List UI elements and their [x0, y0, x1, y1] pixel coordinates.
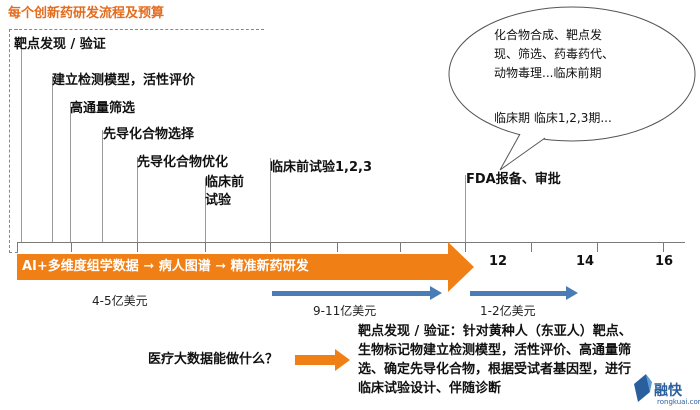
axis-tick — [531, 242, 532, 252]
bubble-line-2: 现、筛选、药毒药代、 — [494, 47, 615, 61]
stage-label-model: 建立检测模型，活性评价 — [52, 73, 196, 88]
orange-arrow-label: AI+多维度组学数据 ➞ 病人图谱 ➞ 精准新药研发 — [22, 259, 309, 274]
axis-tick — [400, 242, 401, 252]
stage-label-trial: 试验 — [205, 193, 232, 208]
bracket-top — [9, 29, 264, 30]
budget-3: 1-2亿美元 — [480, 304, 536, 318]
bubble-line-clinical: 临床期 临床1,2,3期... — [494, 111, 612, 125]
axis-label-12: 12 — [489, 254, 508, 269]
bubble-line-1: 化合物合成、靶点发 — [494, 28, 603, 42]
answer-line-1: 靶点发现 / 验证：针对黄种人（东亚人）靶点、 — [358, 324, 632, 339]
answer-line-2: 生物标记物建立检测模型，活性评价、高通量筛 — [358, 343, 632, 358]
budget-1: 4-5亿美元 — [92, 294, 148, 308]
stage-label-screening: 高通量筛选 — [70, 101, 136, 116]
logo-name: 融快 — [654, 383, 682, 399]
axis-tick — [205, 242, 206, 252]
stage-line-7 — [270, 158, 271, 243]
axis-tick — [137, 242, 138, 252]
logo-domain: rongkuai.com — [657, 398, 700, 406]
budget-2: 9-11亿美元 — [313, 304, 377, 318]
stage-label-clinical-trials: 临床前试验1,2,3 — [270, 160, 373, 175]
stage-line-6 — [205, 178, 206, 243]
axis-tick — [270, 242, 271, 252]
stage-line-3 — [70, 103, 71, 243]
stage-label-preclinical: 临床前 — [205, 175, 245, 190]
axis-tick — [663, 242, 664, 252]
axis-label-16: 16 — [655, 254, 674, 269]
budget-arrow-2-head — [566, 286, 578, 300]
stage-line-4 — [102, 130, 103, 243]
timeline-axis — [17, 242, 685, 243]
axis-tick — [17, 242, 18, 252]
diagram-title: 每个创新药研发流程及预算 — [8, 6, 165, 21]
bubble-line-3: 动物毒理...临床前期 — [494, 66, 602, 80]
axis-tick — [465, 242, 466, 252]
axis-tick — [597, 242, 598, 252]
stage-line-5 — [137, 157, 138, 243]
answer-line-3: 选、确定先导化合物，根据受试者基因型，进行 — [358, 362, 632, 377]
stage-line-1 — [21, 36, 22, 243]
stage-label-lead-select: 先导化合物选择 — [103, 127, 195, 142]
stage-label-fda: FDA报备、审批 — [466, 172, 561, 187]
budget-arrow-1-shaft — [272, 291, 430, 296]
axis-label-14: 14 — [576, 254, 595, 269]
axis-tick — [337, 242, 338, 252]
stage-line-2 — [52, 76, 53, 243]
stage-label-target: 靶点发现 / 验证 — [14, 37, 106, 52]
answer-line-4: 临床试验设计、伴随诊断 — [358, 381, 502, 396]
budget-arrow-1-head — [430, 286, 442, 300]
axis-tick — [71, 242, 72, 252]
stage-line-8 — [465, 175, 466, 243]
budget-arrow-2-shaft — [470, 291, 566, 296]
question-text: 医疗大数据能做什么？ — [148, 352, 279, 367]
stage-label-lead-optimize: 先导化合物优化 — [137, 155, 229, 170]
